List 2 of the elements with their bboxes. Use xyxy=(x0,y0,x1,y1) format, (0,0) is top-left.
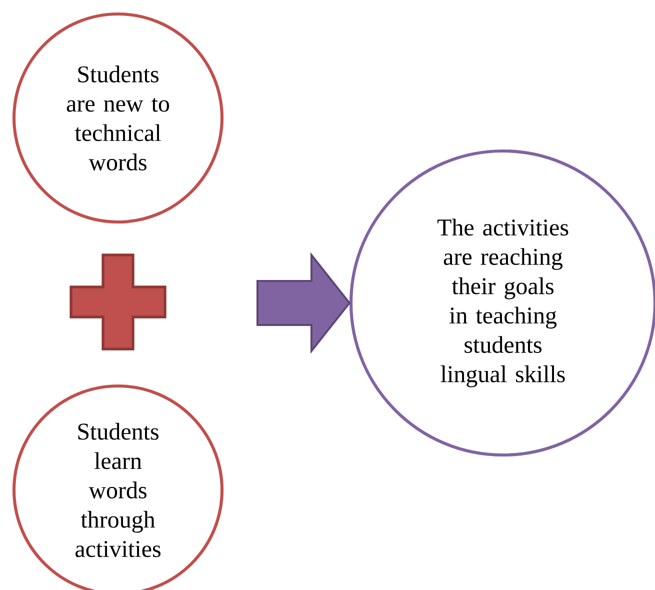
circle-node: Students are new to technical words xyxy=(12,12,224,224)
plus-sign xyxy=(70,254,166,350)
